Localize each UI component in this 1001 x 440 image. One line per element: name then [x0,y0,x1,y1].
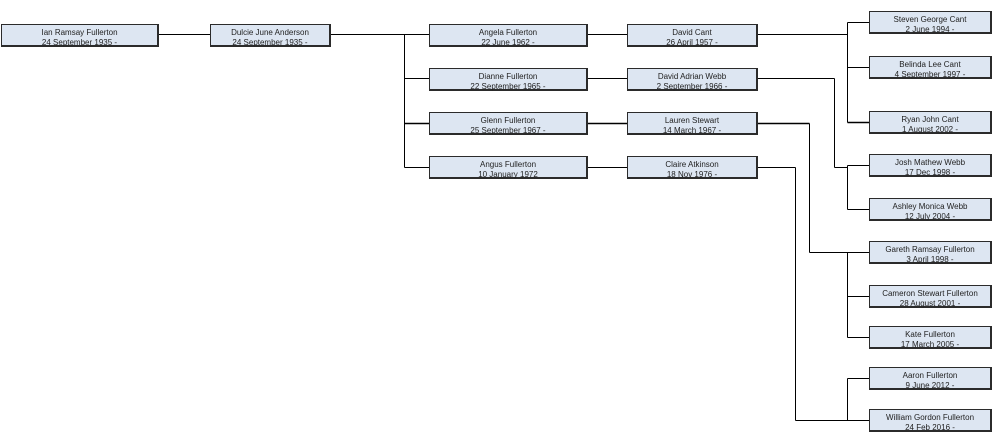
person-box-william[interactable]: William Gordon Fullerton 24 Feb 2016 - [869,409,992,432]
person-name: Aaron Fullerton [902,371,958,380]
person-dates: 10 January 1972 [478,170,538,179]
person-name: Ian Ramsay Fullerton [41,28,118,37]
person-dates: 25 September 1967 - [470,126,546,135]
person-dates: 9 June 2012 - [905,381,955,390]
person-box-ashley[interactable]: Ashley Monica Webb 12 July 2004 - [869,198,992,221]
person-name: Angela Fullerton [478,28,538,37]
person-dates: 3 April 1998 - [906,255,954,264]
person-box-steven[interactable]: Steven George Cant 2 June 1994 - [869,11,992,34]
person-box-dianne[interactable]: Dianne Fullerton 22 September 1965 - [429,68,588,91]
person-name: William Gordon Fullerton [885,413,975,422]
person-name: Cameron Stewart Fullerton [882,289,978,298]
person-name: Ryan John Cant [901,115,959,124]
person-dates: 12 July 2004 - [904,212,956,221]
person-name: Steven George Cant [893,15,967,24]
person-box-claire[interactable]: Claire Atkinson 18 Nov 1976 - [627,156,758,179]
person-dates: 24 September 1935 - [41,38,118,47]
person-dates: 2 June 1994 - [905,25,955,34]
person-name: Gareth Ramsay Fullerton [885,245,975,254]
person-box-david-cant[interactable]: David Cant 26 April 1957 - [627,24,758,47]
person-box-david-webb[interactable]: David Adrian Webb 2 September 1966 - [627,68,758,91]
person-dates: 2 September 1966 - [656,82,728,91]
person-dates: 17 Dec 1998 - [904,168,956,177]
person-dates: 22 September 1965 - [470,82,546,91]
person-dates: 14 March 1967 - [662,126,722,135]
person-name: Lauren Stewart [664,116,720,125]
person-name: Josh Mathew Webb [894,158,966,167]
person-box-josh[interactable]: Josh Mathew Webb 17 Dec 1998 - [869,154,992,177]
person-dates: 28 August 2001 - [899,299,961,308]
person-dates: 4 September 1997 - [894,70,966,79]
person-box-glenn[interactable]: Glenn Fullerton 25 September 1967 - [429,112,588,135]
person-box-angus[interactable]: Angus Fullerton 10 January 1972 [429,156,588,179]
person-box-cameron[interactable]: Cameron Stewart Fullerton 28 August 2001… [869,285,992,308]
person-name: Kate Fullerton [905,330,955,339]
person-dates: 22 June 1962 - [481,38,535,47]
person-name: Dianne Fullerton [478,72,538,81]
person-box-aaron[interactable]: Aaron Fullerton 9 June 2012 - [869,367,992,390]
person-name: Claire Atkinson [665,160,719,169]
person-dates: 18 Nov 1976 - [666,170,718,179]
person-box-lauren[interactable]: Lauren Stewart 14 March 1967 - [627,112,758,135]
person-box-ian[interactable]: Ian Ramsay Fullerton 24 September 1935 - [1,24,159,47]
person-box-gareth[interactable]: Gareth Ramsay Fullerton 3 April 1998 - [869,241,992,264]
person-dates: 1 August 2002 - [901,125,959,134]
person-name: Ashley Monica Webb [892,202,968,211]
person-name: Belinda Lee Cant [899,60,961,69]
person-box-belinda[interactable]: Belinda Lee Cant 4 September 1997 - [869,56,992,79]
person-name: Angus Fullerton [479,160,537,169]
person-dates: 24 September 1935 - [232,38,308,47]
person-box-kate[interactable]: Kate Fullerton 17 March 2005 - [869,326,992,349]
person-dates: 17 March 2005 - [900,340,960,349]
person-name: David Cant [672,28,712,37]
person-box-ryan[interactable]: Ryan John Cant 1 August 2002 - [869,111,992,134]
person-name: Glenn Fullerton [480,116,536,125]
person-box-dulcie[interactable]: Dulcie June Anderson 24 September 1935 - [210,24,331,47]
person-box-angela[interactable]: Angela Fullerton 22 June 1962 - [429,24,588,47]
person-name: David Adrian Webb [657,72,727,81]
person-dates: 24 Feb 2016 - [905,423,955,432]
person-name: Dulcie June Anderson [231,28,309,37]
person-dates: 26 April 1957 - [666,38,718,47]
